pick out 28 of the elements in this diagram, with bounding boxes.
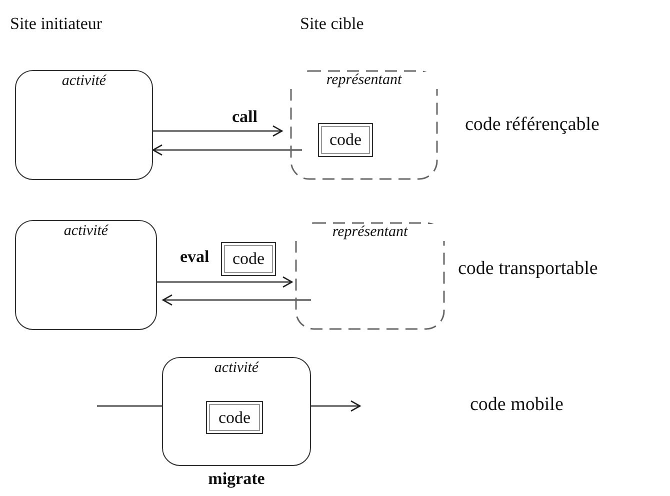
representative-box [295, 222, 445, 330]
row-label: code référençable [465, 114, 600, 136]
code-box [206, 401, 263, 434]
box-title: activité [60, 73, 108, 90]
code-label: code [232, 249, 265, 269]
box-title: activité [213, 360, 260, 377]
column-heading: Site cible [300, 14, 364, 34]
row-label: code mobile [470, 394, 564, 416]
row-label: code transportable [458, 258, 598, 280]
arrow [153, 125, 283, 137]
representative-box [290, 70, 438, 180]
code-box [221, 242, 276, 276]
code-box [318, 123, 373, 157]
column-heading: Site initiateur [10, 14, 102, 34]
activity-box [15, 220, 157, 330]
arrow [162, 294, 311, 306]
box-title: représentant [295, 224, 445, 241]
node-label: migrate [207, 469, 266, 489]
box-title: représentant [290, 72, 438, 89]
code-label: code [329, 130, 362, 150]
arrow [157, 276, 293, 288]
code-label: code [218, 408, 251, 428]
box-title: activité [62, 223, 110, 240]
activity-box [15, 70, 153, 180]
edge-label: call [232, 107, 258, 127]
arrow [152, 144, 302, 156]
arrow [311, 400, 361, 412]
edge-label: eval [180, 247, 210, 267]
